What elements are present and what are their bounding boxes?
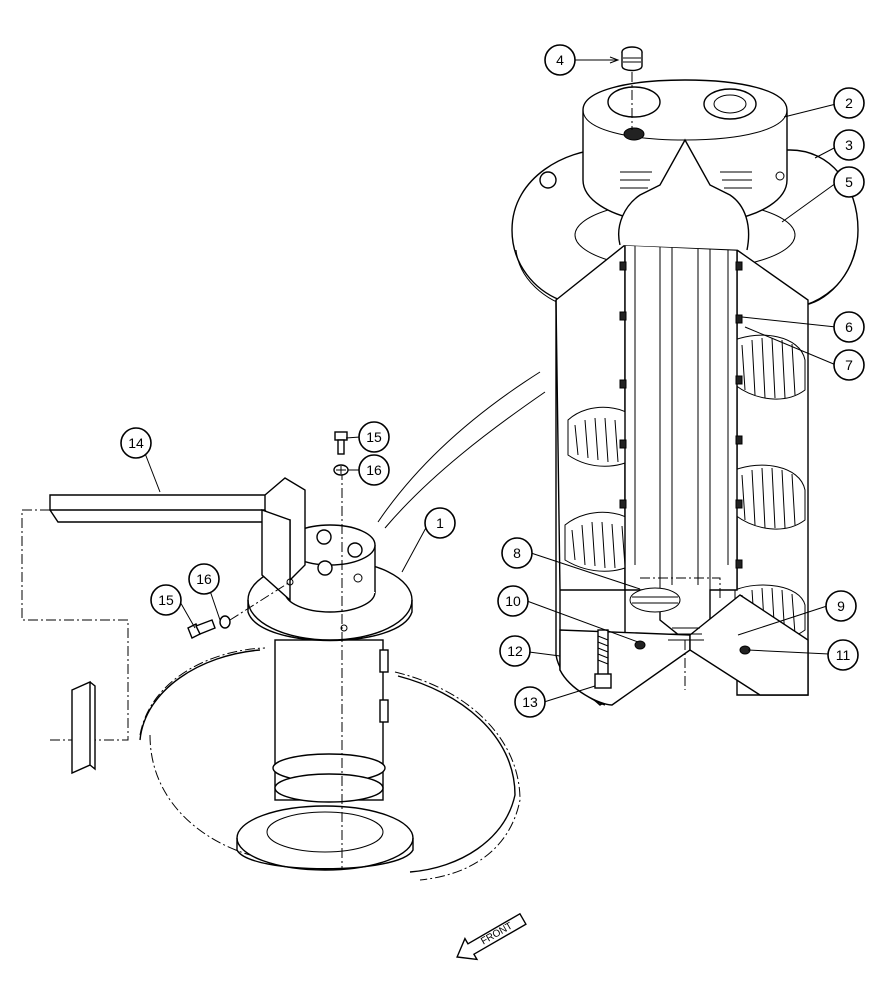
callout-15-top: 15	[358, 421, 390, 453]
leader-lines	[140, 56, 837, 703]
callout-14-label: 14	[128, 435, 144, 451]
detail-leader-b	[384, 391, 546, 529]
callout-1: 1	[424, 507, 456, 539]
callout-11-label: 11	[836, 647, 851, 663]
callout-13-label: 13	[522, 694, 538, 710]
bracket-plate	[261, 509, 291, 602]
callout-4-label: 4	[556, 52, 564, 68]
callout-5: 5	[833, 166, 865, 198]
callout-7: 7	[833, 349, 865, 381]
callout-15-side: 15	[150, 584, 182, 616]
callout-16-side-label: 16	[196, 571, 212, 587]
callout-9: 9	[825, 590, 857, 622]
flange-hole	[539, 171, 557, 189]
callout-15-top-label: 15	[366, 429, 382, 445]
callout-10-label: 10	[505, 593, 521, 609]
base-plate-edge	[139, 649, 516, 873]
plug	[621, 46, 643, 130]
callout-1-label: 1	[436, 515, 444, 531]
callout-13: 13	[514, 686, 546, 718]
lower-flange	[236, 805, 414, 871]
callout-5-label: 5	[845, 174, 853, 190]
lower-flange-side	[236, 838, 414, 870]
hub-port-a	[316, 529, 332, 545]
bottom-bolt	[594, 629, 612, 689]
front-arrow: FRONT	[456, 912, 527, 961]
callout-16-side: 16	[188, 563, 220, 595]
bracket-hole	[286, 578, 294, 586]
column-key-a	[379, 649, 389, 673]
callout-10: 10	[497, 585, 529, 617]
callout-8-label: 8	[513, 545, 521, 561]
right-threads	[734, 334, 806, 640]
callout-16-top: 16	[358, 454, 390, 486]
bolt-side	[187, 619, 216, 639]
lock-tab	[71, 680, 96, 775]
bolt-top	[334, 431, 348, 455]
callout-3-label: 3	[845, 137, 853, 153]
head-port-left	[607, 86, 661, 118]
callout-12: 12	[499, 635, 531, 667]
bracket-dashline	[21, 509, 129, 741]
callout-2: 2	[833, 87, 865, 119]
callout-4: 4	[544, 44, 576, 76]
left-assembly	[21, 371, 546, 881]
spindle-top-threads	[620, 171, 752, 189]
callout-12-label: 12	[507, 643, 523, 659]
callout-6: 6	[833, 311, 865, 343]
center-plug-lines	[632, 596, 678, 604]
oring-left	[634, 640, 646, 650]
spindle-bores	[634, 175, 729, 590]
callout-7-label: 7	[845, 357, 853, 373]
right-cutaway	[511, 46, 859, 706]
detail-leader-a	[377, 371, 541, 523]
head-port-left-inner	[623, 127, 645, 141]
callout-14: 14	[120, 427, 152, 459]
hub-side-port	[353, 573, 363, 583]
spindle-top	[618, 138, 750, 251]
column-key-b	[379, 699, 389, 723]
callout-2-label: 2	[845, 95, 853, 111]
seal-rings	[619, 261, 743, 569]
head-port-right-inner	[713, 94, 747, 114]
washer-side	[219, 615, 231, 629]
callout-15-side-label: 15	[158, 592, 174, 608]
head-side-port	[775, 171, 785, 181]
hub-port-c	[317, 560, 333, 576]
upper-flange-side	[247, 600, 413, 642]
bottom-threads	[668, 627, 704, 641]
head-port-right	[703, 88, 757, 120]
column-ring-b	[274, 773, 384, 803]
callout-3: 3	[833, 129, 865, 161]
callout-11: 11	[827, 639, 859, 671]
side-bolt-dashline	[229, 581, 291, 621]
hub-port-b	[347, 542, 363, 558]
lower-flange-inner	[266, 811, 384, 853]
callout-8: 8	[501, 537, 533, 569]
callout-16-top-label: 16	[366, 462, 382, 478]
dashed-port	[640, 577, 721, 600]
flange-bolt-hole	[340, 624, 348, 632]
center-plug	[629, 587, 681, 613]
bottom-cover	[559, 629, 691, 706]
callout-9-label: 9	[837, 598, 845, 614]
callout-6-label: 6	[845, 319, 853, 335]
spindle	[624, 244, 738, 641]
bottom-cover-right	[689, 594, 809, 696]
washer-top	[333, 464, 349, 476]
